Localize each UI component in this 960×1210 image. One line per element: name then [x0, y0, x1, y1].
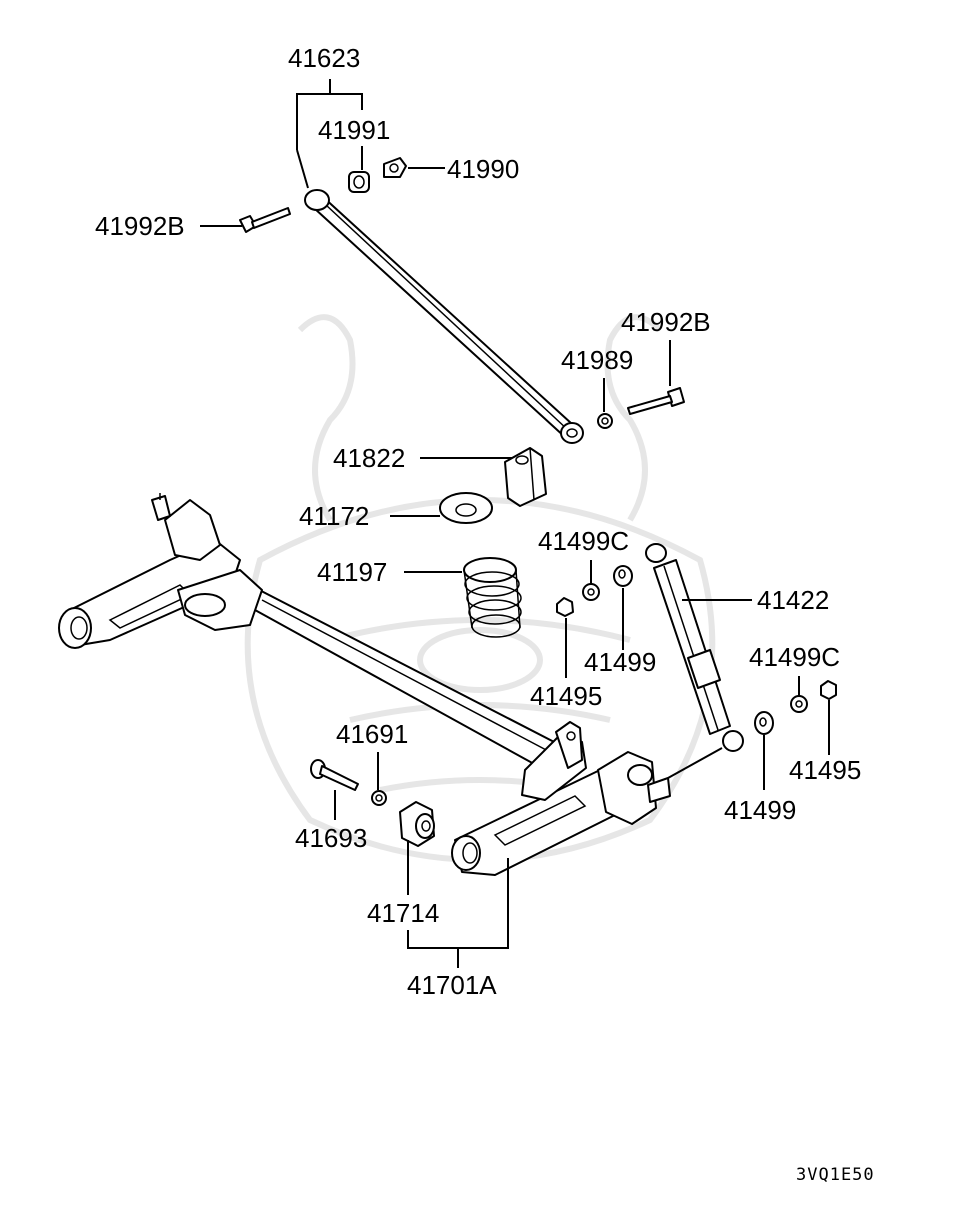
label-41495-mid[interactable]: 41495	[530, 681, 602, 711]
nut-41691[interactable]	[371, 790, 387, 806]
label-41499-right[interactable]: 41499	[724, 795, 796, 825]
bump-stopper-41822[interactable]	[504, 447, 547, 507]
label-41499-mid[interactable]: 41499	[584, 647, 656, 677]
bolt-41992B-left[interactable]	[239, 207, 291, 233]
bushing-41991[interactable]	[348, 171, 370, 193]
label-41714[interactable]: 41714	[367, 898, 439, 928]
washer-41499-mid[interactable]	[613, 565, 633, 587]
label-41422[interactable]: 41422	[757, 585, 829, 615]
label-41691[interactable]: 41691	[336, 719, 408, 749]
label-41989[interactable]: 41989	[561, 345, 633, 375]
washer-41499-right[interactable]	[754, 711, 774, 735]
lateral-rod[interactable]	[304, 189, 584, 444]
nut-41989[interactable]	[597, 413, 613, 429]
label-41701A[interactable]: 41701A	[407, 970, 497, 1000]
label-41992B-left[interactable]: 41992B	[95, 211, 185, 241]
diagram-code: 3VQ1E50	[796, 1165, 875, 1185]
label-41992B-right[interactable]: 41992B	[621, 307, 711, 337]
part-labels: 41623 41991 41990 41992B 41992B 41989 41…	[95, 43, 875, 1185]
label-41990[interactable]: 41990	[447, 154, 519, 184]
shock-absorber-41422[interactable]	[645, 543, 744, 752]
label-41991[interactable]: 41991	[318, 115, 390, 145]
leader-lines	[200, 79, 830, 968]
coil-spring-41197[interactable]	[463, 557, 522, 638]
label-41197[interactable]: 41197	[317, 557, 387, 587]
label-41623[interactable]: 41623	[288, 43, 360, 73]
washer-41499C-mid[interactable]	[582, 583, 600, 601]
label-41822[interactable]: 41822	[333, 443, 405, 473]
label-41172[interactable]: 41172	[299, 501, 369, 531]
nut-41495-right[interactable]	[820, 680, 837, 700]
rear-axle-beam-41701A[interactable]	[58, 493, 671, 876]
bolt-41992B-right[interactable]	[627, 387, 685, 415]
label-41499C-mid[interactable]: 41499C	[538, 526, 629, 556]
bolt-41693[interactable]	[310, 759, 359, 791]
bushing-41714[interactable]	[399, 801, 435, 847]
spring-seat-41172[interactable]	[439, 492, 493, 524]
washer-41499C-right[interactable]	[790, 695, 808, 713]
label-41499C-right[interactable]: 41499C	[749, 642, 840, 672]
bushing-41990[interactable]	[383, 157, 407, 178]
label-41693[interactable]: 41693	[295, 823, 367, 853]
label-41495-right[interactable]: 41495	[789, 755, 861, 785]
nut-41495-mid[interactable]	[556, 597, 574, 617]
